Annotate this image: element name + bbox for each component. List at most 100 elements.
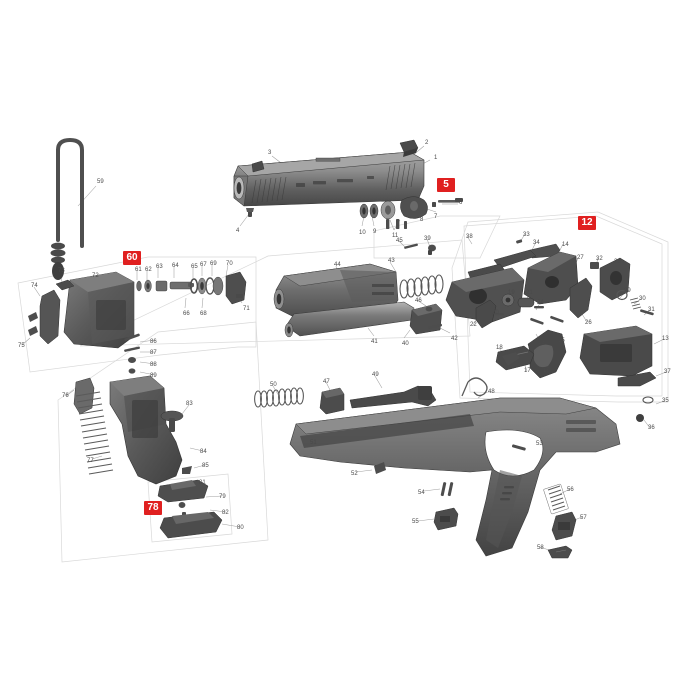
- part-slide-rail-49: [349, 385, 437, 409]
- callout-70: 70: [226, 261, 233, 267]
- callout-42: 42: [451, 336, 458, 342]
- part-follower-76: [73, 377, 95, 415]
- part-front-sight-3: [251, 160, 265, 173]
- group-badge-12[interactable]: 12: [578, 216, 596, 230]
- callout-6: 6: [459, 200, 463, 206]
- callout-37: 37: [664, 369, 671, 375]
- callout-45: 45: [396, 238, 403, 244]
- callout-74: 74: [31, 283, 38, 289]
- callout-49: 49: [372, 372, 379, 378]
- callout-21: 21: [526, 290, 533, 296]
- callout-82: 82: [222, 510, 229, 516]
- callout-3: 3: [268, 150, 272, 156]
- part-springs-29-31: [616, 289, 654, 316]
- group-badge-78[interactable]: 78: [144, 501, 162, 515]
- part-magazine-body-72: [63, 271, 135, 349]
- part-trigger-spring-48: [461, 377, 488, 397]
- panel-slide-group: [373, 215, 501, 259]
- callout-69: 69: [210, 261, 217, 267]
- callout-67: 67: [200, 262, 207, 268]
- callout-64: 64: [172, 263, 179, 269]
- part-locking-block-47: [319, 387, 345, 415]
- callout-65: 65: [191, 264, 198, 270]
- part-barrel-44: [273, 263, 399, 321]
- part-trigger-15: [527, 329, 567, 379]
- part-small-85: [182, 466, 192, 474]
- callout-24: 24: [537, 300, 544, 306]
- part-magazine-catch-55: [433, 507, 459, 531]
- part-firing-pin-assembly-6-11: [359, 196, 463, 229]
- callout-2: 2: [425, 140, 429, 146]
- callout-54: 54: [418, 490, 425, 496]
- callout-63: 63: [156, 264, 163, 270]
- callout-84: 84: [200, 449, 207, 455]
- group-badge-5[interactable]: 5: [437, 178, 455, 192]
- callout-36: 36: [648, 425, 655, 431]
- part-firing-pin-spring-19-21: [501, 293, 535, 308]
- part-insert-81: [157, 479, 209, 503]
- part-floorplate-80: [159, 511, 223, 539]
- callout-77: 77: [87, 458, 94, 464]
- part-pins-20-24: [494, 306, 544, 316]
- callout-1: 1: [434, 155, 438, 161]
- callout-27: 27: [577, 255, 584, 261]
- callout-66: 66: [183, 311, 190, 317]
- callout-85: 85: [202, 463, 209, 469]
- part-pin-52: [374, 462, 386, 474]
- callout-9: 9: [373, 229, 377, 235]
- panel-grip-group: [57, 321, 269, 563]
- callout-48: 48: [488, 389, 495, 395]
- part-rail-block-13: [579, 325, 653, 377]
- callout-46: 46: [415, 298, 422, 304]
- part-pin-53: [512, 444, 526, 451]
- part-pin-42: [428, 323, 442, 329]
- part-rear-sight-2: [399, 139, 419, 157]
- callout-26: 26: [585, 320, 592, 326]
- callout-23: 23: [538, 340, 545, 346]
- callout-10: 10: [359, 230, 366, 236]
- callout-11: 11: [392, 233, 399, 239]
- callout-57: 57: [580, 515, 587, 521]
- callout-88: 88: [150, 362, 157, 368]
- callout-81: 81: [199, 480, 206, 486]
- callout-53: 53: [536, 441, 543, 447]
- callout-58: 58: [537, 545, 544, 551]
- callout-87: 87: [150, 350, 157, 356]
- callout-28: 28: [614, 259, 621, 265]
- callout-34: 34: [533, 240, 540, 246]
- callout-62: 62: [145, 267, 152, 273]
- callout-47: 47: [323, 379, 330, 385]
- callout-33: 33: [523, 232, 530, 238]
- callout-52: 52: [351, 471, 358, 477]
- callout-43: 43: [388, 258, 395, 264]
- part-frame-51: [289, 397, 621, 557]
- part-sear-26-27: [569, 277, 593, 319]
- part-sight-screw-4: [246, 208, 254, 217]
- part-recoil-spring-43: [399, 274, 444, 299]
- callout-13: 13: [662, 336, 669, 342]
- part-pin-54: [440, 482, 454, 497]
- part-connector-22: [475, 299, 497, 329]
- callout-80: 80: [237, 525, 244, 531]
- panel-magazine-group: [17, 256, 257, 373]
- callout-79: 79: [219, 494, 226, 500]
- callout-32: 32: [596, 256, 603, 262]
- callout-41: 41: [371, 339, 378, 345]
- callout-19: 19: [508, 290, 515, 296]
- part-small-parts-35-36-37: [617, 371, 657, 422]
- callout-18: 18: [496, 345, 503, 351]
- callout-50: 50: [270, 382, 277, 388]
- callout-31: 31: [648, 307, 655, 313]
- part-trigger-housing-block: [445, 267, 525, 323]
- group-outline-panels: [17, 211, 669, 563]
- panel-baseplate-sub: [147, 473, 233, 543]
- callout-44: 44: [334, 262, 341, 268]
- part-magazine-internals-61-71: [136, 271, 247, 305]
- callout-51: 51: [310, 440, 317, 446]
- callout-55: 55: [412, 519, 419, 525]
- panel-barrel-group: [79, 239, 471, 347]
- callout-8: 8: [420, 217, 424, 223]
- group-badge-60[interactable]: 60: [123, 251, 141, 265]
- part-spring-56: [543, 483, 569, 515]
